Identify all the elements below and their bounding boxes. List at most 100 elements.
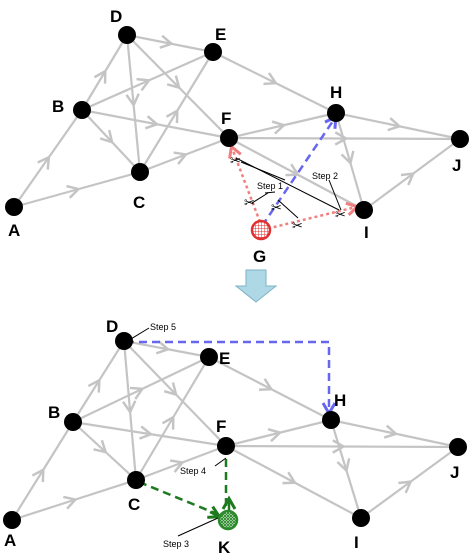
edge-tail-i-j [411, 138, 461, 176]
edge-i-j [360, 480, 413, 519]
node-label-f: F [221, 109, 231, 128]
step-1-label: Step 1 [257, 181, 283, 191]
node-a [3, 511, 21, 529]
edge-a-c [11, 495, 78, 522]
node-label-e: E [219, 349, 230, 368]
node-e [204, 43, 222, 61]
scissors-icon: ✂ [230, 154, 241, 169]
step-5-label: Step 5 [150, 322, 176, 332]
edge-i-j [363, 172, 416, 211]
bottom-edges [11, 339, 459, 522]
edge-tail-h-j [394, 432, 459, 449]
step-4-label: Step 4 [180, 466, 206, 476]
red-path-g-to-i [261, 201, 361, 232]
node-label-a: A [8, 221, 20, 240]
edge-tail-f-h [278, 418, 332, 435]
node-g-attacker [250, 219, 272, 241]
node-label-i: I [354, 533, 359, 552]
edge-tail-a-c [76, 170, 141, 191]
node-label-g: G [253, 247, 266, 266]
bottom-network: Step 5 Step 4 Step 3 D E B F H C A J I K [3, 317, 467, 557]
node-label-k: K [218, 538, 231, 557]
top-cut-markers: ✂ ✂ ✂ ✂ ✂ [230, 154, 346, 234]
edge-d-c [122, 340, 137, 415]
edge-h-j [335, 111, 402, 132]
edge-f-j [225, 439, 347, 454]
edge-a-b [13, 155, 51, 208]
node-label-j: J [452, 156, 461, 175]
edge-b-e [81, 77, 152, 112]
edge-tail-f-i [292, 481, 362, 519]
blue-path-d-to-h [126, 340, 337, 417]
node-c [127, 471, 145, 489]
scissors-icon: ✂ [271, 201, 282, 216]
node-label-h: H [334, 391, 346, 410]
edge-tail-a-c [73, 478, 137, 502]
node-label-j: J [450, 463, 459, 482]
edge-b-f [81, 108, 160, 130]
step-2-label: Step 2 [312, 171, 338, 181]
node-label-f: F [216, 417, 226, 436]
node-label-d: D [106, 317, 118, 336]
node-label-c: C [128, 495, 140, 514]
edge-f-j [228, 131, 349, 146]
edge-e-h [208, 356, 274, 391]
edge-tail-c-e [175, 51, 214, 113]
scissors-icon: ✂ [292, 219, 303, 234]
edge-e-h [212, 51, 279, 86]
node-label-i: I [364, 223, 369, 242]
scissors-icon: ✂ [244, 196, 255, 211]
node-label-d: D [110, 7, 122, 26]
node-d [118, 26, 136, 44]
edge-tail-f-j [344, 137, 461, 141]
node-b [64, 413, 82, 431]
edge-a-c [13, 184, 81, 209]
node-a [5, 198, 23, 216]
node-b [73, 101, 91, 119]
bottom-attack-paths [126, 340, 337, 519]
edge-tail-e-h [274, 81, 337, 114]
node-h [327, 104, 345, 122]
node-label-b: B [52, 97, 64, 116]
node-k-defender [217, 509, 239, 531]
edge-tail-f-j [341, 445, 459, 449]
node-label-b: B [48, 403, 60, 422]
edge-f-h [228, 120, 287, 140]
edge-tail-b-e [140, 356, 210, 391]
transition-arrow [234, 269, 278, 303]
edge-f-h [225, 428, 283, 448]
node-f [217, 437, 235, 455]
edge-tail-a-b [47, 109, 83, 160]
blue-path-g-to-h [260, 114, 338, 227]
node-j [449, 438, 467, 456]
scissors-icon: ✂ [335, 208, 346, 223]
node-label-c: C [133, 193, 145, 212]
node-label-e: E [215, 25, 226, 44]
edge-d-c [125, 34, 140, 108]
node-i [355, 201, 373, 219]
top-nodes [5, 26, 469, 219]
edge-a-b [11, 467, 45, 521]
node-label-a: A [4, 531, 16, 550]
top-edges [13, 33, 461, 211]
top-attack-paths [228, 114, 361, 232]
edge-f-i [225, 445, 298, 485]
top-labels: D E B F H C A J I G [8, 7, 461, 266]
edge-tail-h-j [397, 124, 461, 141]
bottom-nodes [3, 332, 467, 529]
edge-tail-d-f [174, 392, 227, 447]
edge-c-e [139, 108, 179, 173]
node-j [451, 130, 469, 148]
node-c [131, 163, 149, 181]
edge-tail-c-e [171, 356, 210, 420]
node-label-h: H [330, 83, 342, 102]
edge-tail-d-c [128, 410, 138, 481]
edge-tail-d-c [132, 103, 142, 173]
edge-tail-i-j [408, 446, 459, 484]
edge-b-f [72, 420, 154, 440]
node-f [220, 129, 238, 147]
bottom-labels: D E B F H C A J I K [4, 317, 459, 557]
edge-tail-b-e [147, 50, 214, 83]
edge-tail-e-h [269, 387, 332, 421]
node-i [352, 509, 370, 527]
